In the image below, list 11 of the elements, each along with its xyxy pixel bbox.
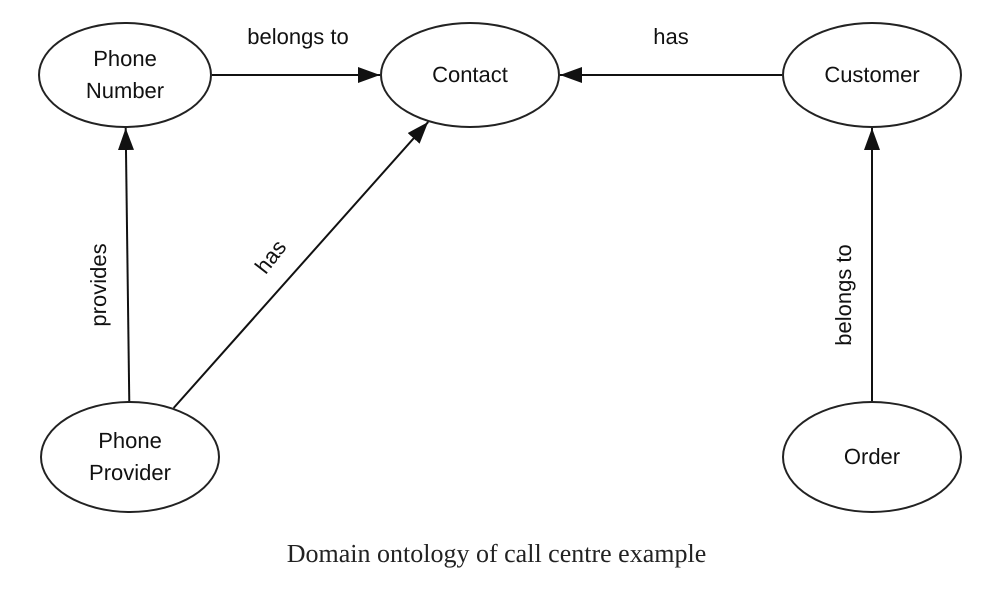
entity-name: Customer	[824, 61, 920, 89]
entity-name: Phone Number	[84, 45, 166, 105]
entity-name: Contact	[432, 61, 508, 89]
entity-name: Phone Provider	[88, 427, 172, 487]
arrow	[560, 67, 782, 83]
arrow	[864, 128, 880, 401]
arrow	[172, 121, 429, 409]
arrow	[212, 67, 380, 83]
caption: Domain ontology of call centre example	[286, 538, 708, 570]
arrow	[118, 128, 134, 402]
entity-name: Order	[844, 443, 900, 471]
